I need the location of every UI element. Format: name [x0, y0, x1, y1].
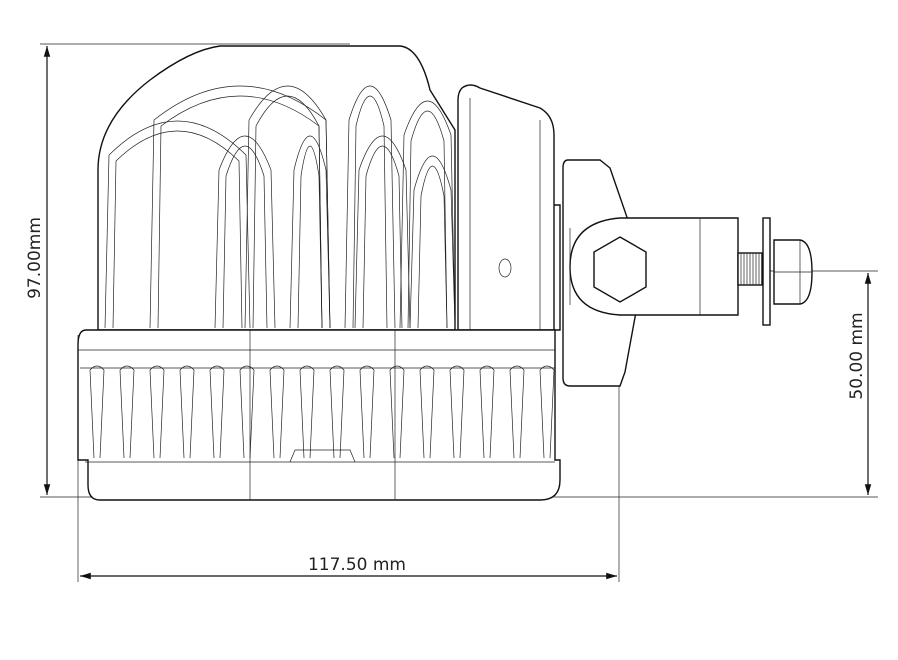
light-housing-dome [97, 45, 456, 331]
mount-height-dimension-label: 50.00 mm [847, 312, 867, 399]
fin-outline [89, 365, 105, 459]
fin-outline [149, 365, 165, 459]
fin-outline [449, 365, 465, 459]
fin-outline [104, 120, 251, 329]
width-dimension-label: 117.50 mm [308, 555, 406, 575]
fin-outline [409, 155, 456, 329]
fin-outline [244, 85, 331, 329]
fin-outline [479, 365, 495, 459]
fin-outline [329, 365, 345, 459]
fin-outline [119, 365, 135, 459]
fin-outline [297, 145, 323, 329]
nut [773, 239, 813, 305]
fin-outline [252, 95, 323, 329]
fin-outline [239, 365, 255, 459]
fin-outline [417, 165, 448, 329]
fin-outline [354, 135, 411, 329]
fin-outline [157, 95, 323, 329]
fin-outline [509, 365, 525, 459]
threaded-bolt [737, 252, 763, 286]
light-housing-base [77, 329, 561, 501]
rear-housing [457, 84, 555, 331]
fin-outline [352, 95, 388, 329]
fin-outline [359, 365, 375, 459]
fin-outline [419, 365, 435, 459]
fin-outline [214, 135, 276, 329]
fin-outline [179, 365, 195, 459]
fin-outline [222, 145, 268, 329]
fin-outline [407, 110, 448, 329]
fin-outline [344, 85, 396, 329]
fin-outline [389, 365, 405, 459]
hex-bolt-head [593, 236, 647, 303]
height-dimension-label: 97.00mm [25, 217, 45, 299]
fin-outline [399, 100, 456, 329]
fin-outline [209, 365, 225, 459]
fin-outline [149, 85, 331, 329]
fin-outline [269, 365, 285, 459]
fin-outline [299, 365, 315, 459]
fin-outline [539, 365, 555, 459]
fin-outline [112, 130, 243, 329]
washer [762, 217, 771, 326]
fin-outline [362, 145, 403, 329]
fin-outline [289, 135, 331, 329]
